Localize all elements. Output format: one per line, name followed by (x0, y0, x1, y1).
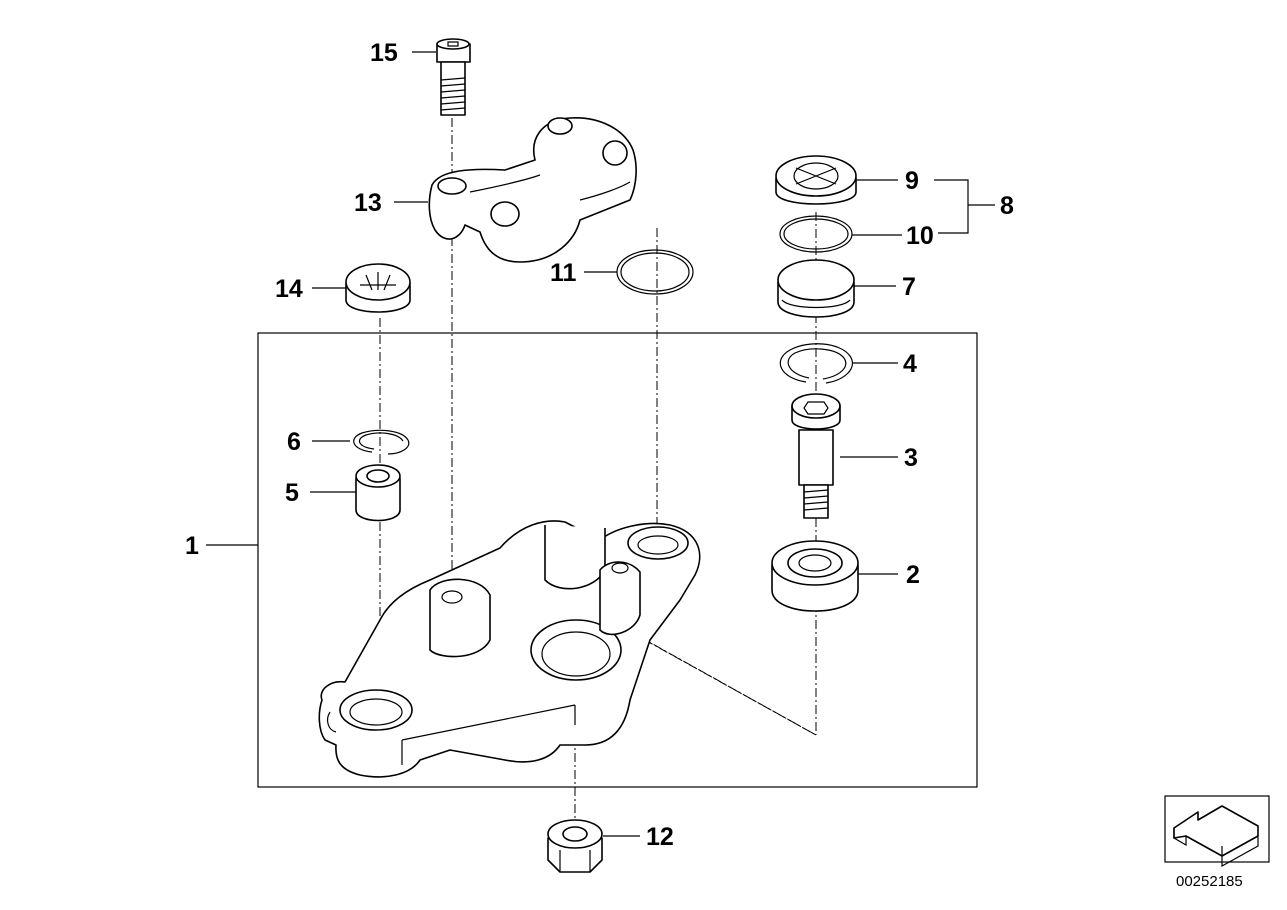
label-1: 1 (185, 532, 199, 560)
label-14: 14 (275, 275, 303, 303)
label-9: 9 (905, 167, 919, 195)
leader-lines (206, 51, 995, 837)
label-2: 2 (906, 561, 920, 589)
label-4: 4 (903, 350, 917, 378)
label-10: 10 (906, 222, 934, 250)
part-12-nut (547, 819, 603, 873)
part-5-bushing (355, 464, 401, 522)
label-3: 3 (904, 444, 918, 472)
part-1-triple-clamp (318, 520, 701, 778)
label-7: 7 (902, 273, 916, 301)
part-15-screw (436, 38, 471, 116)
part-labels: 15 13 14 11 9 8 10 7 4 3 6 5 1 2 12 (185, 39, 1014, 851)
part-13-clamp (428, 117, 637, 263)
direction-arrow-icon (1164, 795, 1270, 868)
part-4-circlip (779, 343, 853, 384)
label-11: 11 (550, 259, 577, 287)
reference-number: 00252185 (1176, 873, 1243, 890)
label-8: 8 (1000, 192, 1014, 220)
label-12: 12 (646, 823, 674, 851)
label-13: 13 (354, 189, 382, 217)
part-7-plug (777, 259, 855, 318)
part-11-ring (616, 249, 694, 295)
label-15: 15 (370, 39, 398, 67)
label-5: 5 (285, 479, 299, 507)
part-3-bolt (791, 393, 841, 519)
assembly-frame (257, 332, 978, 788)
label-6: 6 (287, 428, 301, 456)
part-6-circlip (353, 429, 410, 455)
part-2-bearing (771, 540, 859, 612)
part-10-ring (779, 215, 853, 253)
part-14-cap (345, 263, 411, 313)
part-9-emblem-cap (775, 155, 857, 205)
